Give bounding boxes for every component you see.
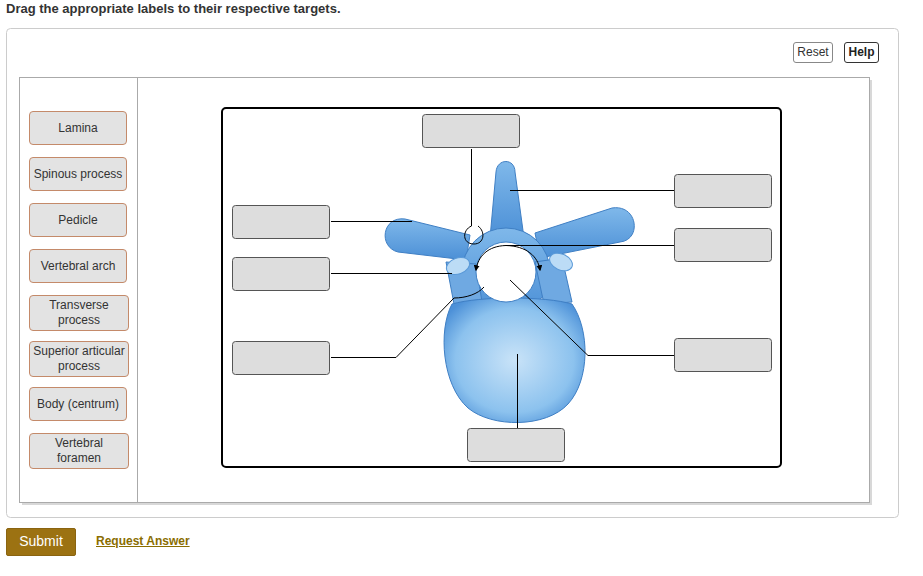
vertebral-body — [444, 298, 585, 423]
leader-lines — [331, 149, 674, 428]
label-tile: Superior articular process — [29, 341, 129, 377]
transverse-process-left — [385, 219, 470, 260]
drop-target — [233, 258, 330, 291]
submit-button: Submit — [6, 528, 76, 556]
label-text: Transverse process — [33, 298, 125, 328]
label-text: Superior articular process — [33, 344, 125, 374]
drop-target — [468, 429, 565, 462]
help-button: Help — [844, 42, 879, 63]
leader-line — [510, 280, 674, 356]
leader-line — [331, 273, 452, 274]
label-tile: Spinous process — [29, 157, 127, 191]
leader-loop — [465, 226, 483, 244]
drop-target — [233, 342, 330, 375]
label-text: Help — [848, 45, 874, 60]
diagram-frame — [222, 108, 781, 467]
leader-loop — [454, 287, 484, 298]
label-tile: Body (centrum) — [29, 387, 127, 421]
leader-line — [510, 190, 674, 191]
label-text: Reset — [797, 45, 828, 60]
instruction-title: Drag the appropriate labels to their res… — [6, 1, 341, 16]
drop-target — [675, 229, 772, 262]
drop-target — [233, 206, 330, 239]
label-tile: Vertebral arch — [29, 249, 127, 283]
drop-target — [423, 115, 520, 148]
reset-button: Reset — [793, 42, 833, 63]
request-answer-link: Request Answer — [96, 534, 190, 548]
outer-panel — [7, 29, 899, 518]
inner-panel — [20, 78, 870, 503]
label-tile: Transverse process — [29, 295, 129, 331]
leader-arrow — [506, 246, 540, 271]
vertebra-illustration — [385, 162, 634, 423]
leader-line — [331, 221, 412, 222]
spinous-process — [490, 162, 524, 239]
label-tile: Lamina — [29, 111, 127, 145]
leader-line — [517, 354, 518, 428]
leader-arrow — [476, 246, 506, 271]
label-tile: Vertebral foramen — [29, 433, 129, 469]
label-text: Body (centrum) — [37, 397, 119, 412]
label-text: Spinous process — [34, 167, 123, 182]
drop-targets — [233, 115, 772, 462]
label-tile: Pedicle — [29, 203, 127, 237]
label-text: Vertebral foramen — [33, 436, 125, 466]
label-text: Pedicle — [58, 213, 97, 228]
label-text: Vertebral arch — [41, 259, 116, 274]
label-text: Lamina — [58, 121, 97, 136]
leader-line — [471, 149, 472, 226]
drop-target — [675, 175, 772, 208]
transverse-process-right — [535, 208, 634, 258]
label-text: Submit — [19, 533, 63, 551]
leader-line — [506, 245, 674, 246]
articular-facet-left — [444, 254, 472, 277]
drop-target — [675, 339, 772, 372]
articular-facet-right — [547, 250, 576, 275]
leader-line — [331, 298, 454, 358]
column-divider — [137, 78, 138, 502]
